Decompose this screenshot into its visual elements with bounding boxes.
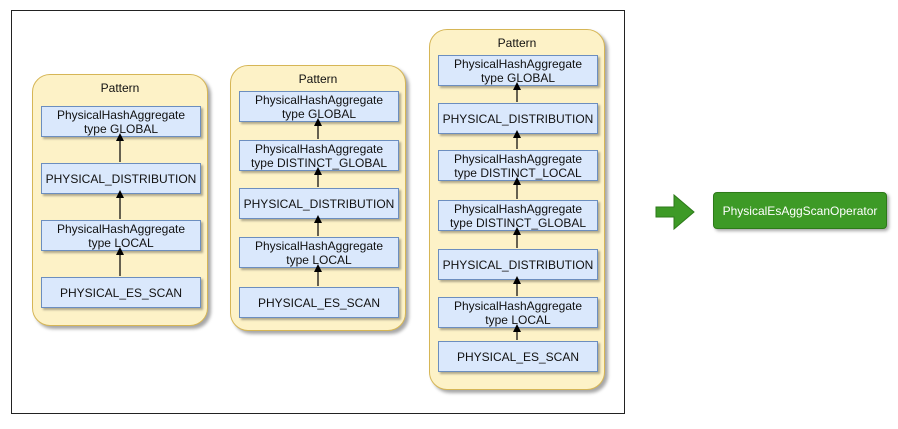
node-hash-aggregate-global: PhysicalHashAggregate type GLOBAL [41, 106, 201, 137]
node-physical-es-scan: PHYSICAL_ES_SCAN [438, 341, 598, 372]
node-physical-distribution: PHYSICAL_DISTRIBUTION [239, 188, 399, 219]
node-hash-aggregate-distinct-local: PhysicalHashAggregate type DISTINCT_LOCA… [438, 150, 598, 181]
pattern-title: Pattern [298, 72, 338, 86]
node-hash-aggregate-distinct-global: PhysicalHashAggregate type DISTINCT_GLOB… [438, 200, 598, 231]
node-physical-distribution: PHYSICAL_DISTRIBUTION [41, 163, 201, 194]
pattern-title: Pattern [497, 36, 537, 50]
node-hash-aggregate-local: PhysicalHashAggregate type LOCAL [239, 237, 399, 268]
right-arrow-icon [655, 193, 695, 231]
node-physical-distribution: PHYSICAL_DISTRIBUTION [438, 103, 598, 134]
node-hash-aggregate-local: PhysicalHashAggregate type LOCAL [438, 297, 598, 328]
node-hash-aggregate-local: PhysicalHashAggregate type LOCAL [41, 220, 201, 251]
pattern-2: Pattern PhysicalHashAggregate type GLOBA… [230, 65, 406, 331]
node-physical-es-scan: PHYSICAL_ES_SCAN [41, 277, 201, 308]
result-operator-box: PhysicalEsAggScanOperator [713, 192, 887, 229]
node-hash-aggregate-global: PhysicalHashAggregate type GLOBAL [438, 55, 598, 86]
node-hash-aggregate-global: PhysicalHashAggregate type GLOBAL [239, 91, 399, 122]
node-physical-es-scan: PHYSICAL_ES_SCAN [239, 287, 399, 318]
node-hash-aggregate-distinct-global: PhysicalHashAggregate type DISTINCT_GLOB… [239, 140, 399, 171]
pattern-3: Pattern PhysicalHashAggregate type GLOBA… [429, 29, 605, 390]
pattern-1: Pattern PhysicalHashAggregate type GLOBA… [32, 74, 208, 326]
node-physical-distribution: PHYSICAL_DISTRIBUTION [438, 249, 598, 280]
pattern-title: Pattern [100, 81, 140, 95]
